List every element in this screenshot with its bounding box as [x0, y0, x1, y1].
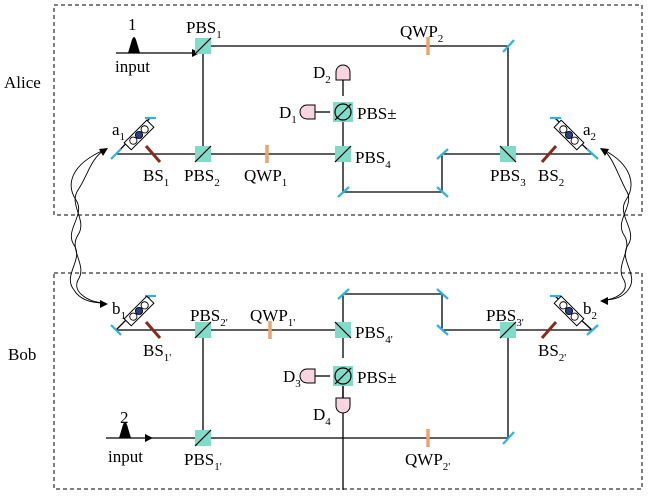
- alice-qwp1-label: QWP1: [244, 166, 287, 189]
- bob-input-number: 2: [120, 408, 129, 427]
- alice-pbs1-label: PBS1: [186, 18, 222, 41]
- bob-pbs3-label: PBS3': [486, 306, 524, 329]
- bob-bs1: [144, 321, 162, 339]
- mirror: [586, 148, 599, 160]
- alice-a2-label: a2: [583, 120, 596, 143]
- alice-pbs2-label: PBS2: [184, 166, 220, 189]
- alice-pbs-pm: [333, 102, 353, 122]
- bob-bs2: [540, 321, 558, 339]
- mirror: [110, 148, 122, 160]
- alice-beams: [115, 45, 593, 193]
- mirror: [436, 324, 449, 336]
- bob-pbs1-label: PBS1': [184, 450, 222, 473]
- bob-box: [53, 272, 643, 490]
- alice-a1-label: a1: [112, 120, 125, 143]
- alice-label: Alice: [4, 73, 41, 92]
- alice-input-number: 1: [128, 15, 137, 34]
- bob-pbs4-label: PBS4': [355, 323, 393, 346]
- alice-d2-detector-icon: [335, 64, 351, 81]
- alice-bs1-label: BS1: [143, 166, 169, 189]
- mirror: [337, 186, 350, 198]
- alice-pbs4-label: PBS4: [355, 148, 391, 171]
- bob-pbs-pm: [333, 366, 353, 386]
- bob-b2-cell-icon: [553, 295, 585, 327]
- mirror: [436, 148, 449, 160]
- bob-qwp2-label: QWP2': [405, 450, 450, 473]
- mirror: [586, 324, 599, 336]
- bob-pbs2: [194, 321, 212, 339]
- alice-d1-detector-icon: [299, 104, 316, 120]
- alice-box: [53, 4, 643, 216]
- alice-d1-label: D1: [279, 103, 297, 126]
- alice-input-label: input: [115, 57, 150, 76]
- alice-bs2: [540, 145, 558, 163]
- right-link-arrow-bottom-icon: [600, 297, 608, 305]
- alice-d2-label: D2: [313, 63, 331, 86]
- alice-pbs-pm-label: PBS±: [357, 104, 397, 123]
- alice-bs2-label: BS2: [538, 166, 564, 189]
- mirror: [110, 324, 122, 336]
- bob-b1-cell-icon: [123, 295, 155, 327]
- bob-bs1-label: BS1': [143, 341, 171, 364]
- bob-pbs4: [334, 321, 352, 339]
- bob-d3-label: D3: [283, 367, 301, 390]
- bob-input-arrow-icon: [145, 434, 153, 442]
- right-link-arrow-top-icon: [600, 148, 609, 156]
- left-entanglement-link: [69, 148, 108, 308]
- alice-bs1: [144, 145, 162, 163]
- bob-pbs3: [499, 321, 517, 339]
- alice-qwp2-label: QWP2: [400, 22, 443, 45]
- mirror: [436, 288, 449, 300]
- alice-a2-cell-icon: [553, 119, 585, 151]
- right-entanglement-link: [600, 148, 633, 305]
- bob-pbs2-label: PBS2': [190, 306, 228, 329]
- alice-a1-cell-icon: [123, 119, 155, 151]
- bob-b2-label: b2: [583, 299, 597, 322]
- left-link-arrow-top-icon: [99, 148, 108, 156]
- bob-pbs1: [194, 429, 212, 447]
- bob-d4-label: D4: [313, 405, 331, 428]
- bob-qwp1-label: QWP1': [250, 306, 295, 329]
- bob-pbs-pm-label: PBS±: [357, 368, 397, 387]
- alice-input-photon-icon: [128, 37, 140, 53]
- bob-input-label: input: [108, 447, 143, 466]
- bob-bs2-label: BS2': [538, 341, 566, 364]
- mirror: [436, 186, 449, 198]
- bob-b1-label: b1: [112, 299, 126, 322]
- bob-mirrors: [110, 288, 599, 445]
- alice-pbs1: [194, 37, 212, 55]
- bob-d3-detector-icon: [299, 368, 316, 384]
- bob-input-photon-icon: [119, 422, 131, 438]
- alice-pbs3: [499, 145, 517, 163]
- left-link-arrow-bottom-icon: [100, 300, 108, 308]
- mirror: [502, 39, 515, 53]
- alice-pbs4: [334, 145, 352, 163]
- mirror: [502, 431, 515, 445]
- alice-pbs2: [194, 145, 212, 163]
- bob-label: Bob: [8, 345, 36, 364]
- alice-pbs3-label: PBS3: [490, 166, 526, 189]
- bob-d4-detector-icon: [335, 397, 351, 414]
- mirror: [337, 288, 350, 300]
- alice-mirrors: [110, 39, 599, 198]
